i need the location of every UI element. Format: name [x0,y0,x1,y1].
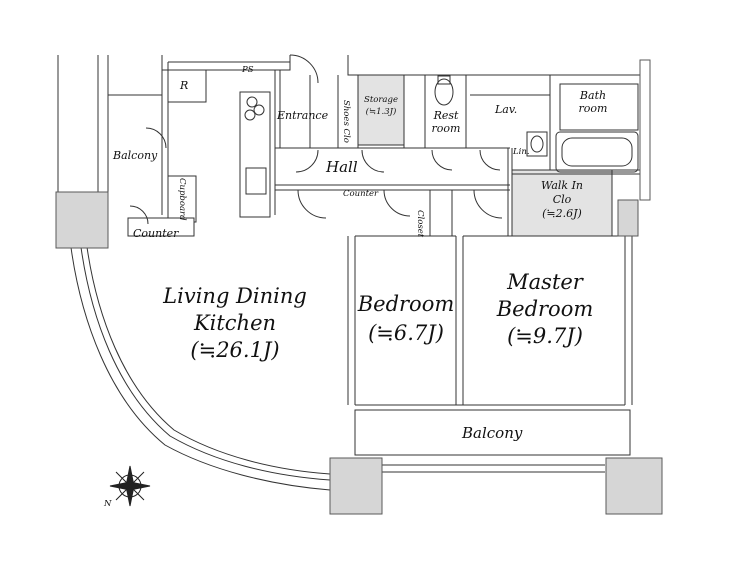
bath-line2: room [578,102,608,115]
bathtub [555,131,639,173]
column-northwest [55,191,109,249]
storage-label: Storage (≒1.3J) [358,96,404,116]
column-east [617,199,639,237]
ps-label: PS [242,65,254,75]
walkin-area: (≒2.6J) [542,207,582,220]
compass-icon [109,465,151,507]
bathroom-label: Bath room [568,90,618,114]
column-south-center [329,457,383,515]
column-southeast [605,457,663,515]
south-balcony-label: Balcony [462,424,523,442]
master-area: (≒9.7J) [507,324,583,348]
bedroom-label: Bedroom (≒6.7J) [355,294,457,344]
bedroom-name: Bedroom [357,292,455,316]
counter-balcony-label: Counter [133,227,179,240]
ldk-line1: Living Dining [163,284,307,308]
master-bedroom-label: Master Bedroom (≒9.7J) [470,272,620,347]
walkin-line1: Walk In [540,179,584,192]
storage-room [357,74,405,146]
restroom-label: Rest room [426,110,466,134]
shoe-clo-label: Shoes Clo [341,100,351,143]
walkin-line2: Clo [552,193,572,206]
kitchen-counter [239,91,271,218]
master-line1: Master [507,270,583,294]
lav-label: Lav. [495,103,518,116]
walk-in-closet-label: Walk In Clo (≒2.6J) [518,180,606,219]
walk-in-closet [511,169,613,237]
bath-line1: Bath [579,89,607,102]
closet-label: Closet [415,210,425,238]
r-label: R [180,79,189,92]
master-line2: Bedroom [496,297,594,321]
ldk-area: (≒26.1J) [190,338,280,362]
rest-line2: room [431,122,461,135]
ldk-line2: Kitchen [193,311,277,335]
ldk-label: Living Dining Kitchen (≒26.1J) [150,286,320,361]
bedroom-area: (≒6.7J) [368,321,444,345]
counter-west [127,217,195,237]
west-balcony-label: Balcony [113,149,158,162]
lin-label: Lin. [513,147,530,157]
counter-hall-label: Counter [343,189,379,199]
storage-area: (≒1.3J) [365,106,397,117]
compass-north-label: N [104,499,112,509]
cupboard-label: Cupboard [177,178,187,221]
storage-name: Storage [364,95,398,105]
south-balcony-rail [354,409,631,456]
entrance-label: Entrance [277,109,329,122]
hall-label: Hall [326,158,358,176]
rest-line1: Rest [433,109,459,122]
